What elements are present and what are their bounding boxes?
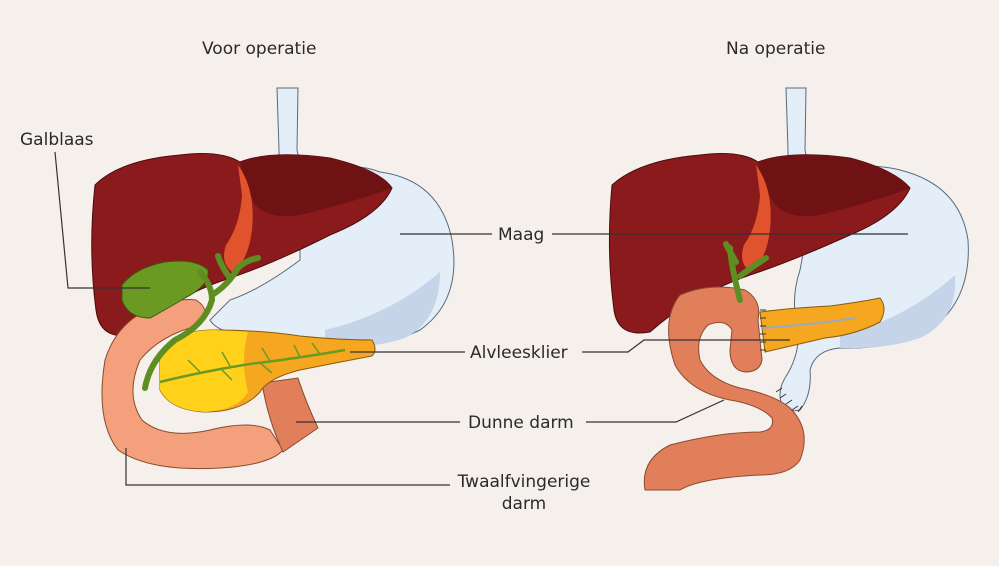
pancreas-after (759, 297, 885, 353)
label-duodenum-line2: darm (501, 494, 547, 514)
small-intestine-leader-line-right (586, 399, 725, 423)
before-operation-illustration (91, 87, 455, 470)
label-leader-lines (54, 151, 908, 486)
label-pancreas: Alvleesklier (470, 343, 568, 363)
duodenum-leader-line (125, 448, 450, 486)
small-intestine-after (643, 286, 805, 491)
pancreas-leader-line-right (582, 339, 790, 353)
stomach-before (209, 166, 455, 347)
label-duodenum: Twaalfvingerige darm (448, 471, 600, 515)
duodenum-before (101, 299, 284, 470)
heading-after-operation: Na operatie (726, 39, 826, 59)
after-operation-illustration (608, 87, 969, 491)
gallbladder-leader-line (54, 151, 150, 289)
stomach-shadow-after (840, 275, 956, 349)
liver-ligament-after (742, 165, 771, 272)
liver-ligament-before (224, 165, 253, 272)
small-intestine-before (261, 377, 319, 453)
gallbladder-before (121, 260, 209, 319)
bile-duct-before (142, 253, 261, 391)
pancreatic-duct-after (761, 317, 856, 329)
liver-shade-before (240, 154, 392, 217)
label-gallbladder: Galblaas (20, 130, 94, 150)
pancreatic-duct-before (159, 348, 346, 384)
bile-duct-after (723, 241, 769, 303)
suture-pancreas-after (760, 309, 766, 351)
liver-shade-after (758, 154, 910, 217)
pancreatic-duct-branches-before (187, 342, 321, 381)
label-small-intestine: Dunne darm (468, 413, 574, 433)
stomach-shadow-before (325, 272, 440, 347)
label-duodenum-line1: Twaalfvingerige (457, 472, 591, 492)
suture-stomach-after (775, 387, 803, 413)
label-stomach: Maag (498, 225, 545, 245)
heading-before-operation: Voor operatie (202, 39, 317, 59)
